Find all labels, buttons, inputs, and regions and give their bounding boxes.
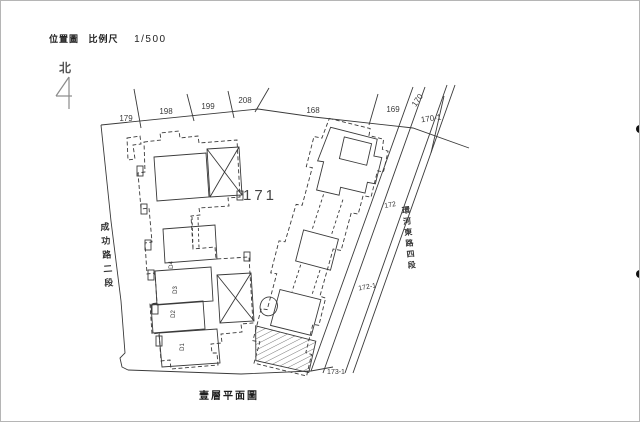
room-block-d3: [154, 266, 214, 306]
scale-value: 1/500: [134, 34, 167, 45]
column: [140, 203, 148, 215]
scale-label: 比例尺: [88, 34, 119, 44]
room-block: [153, 152, 210, 202]
left-building-footprint-outline: [137, 130, 254, 370]
right-building-walls: [259, 126, 383, 337]
north-arrow: [55, 76, 72, 109]
lot-tick: [254, 87, 270, 113]
lot-label-171: 171: [243, 187, 277, 204]
lot-tick: [186, 93, 195, 122]
lot-label-198: 198: [159, 107, 173, 116]
column: [155, 335, 163, 347]
column: [147, 269, 155, 281]
road-edge-line: [352, 84, 456, 374]
scan-dot: [636, 125, 639, 133]
boundary-bottom: [127, 366, 334, 375]
unit-label-d4: D4: [169, 261, 175, 269]
lot-tick: [133, 88, 142, 129]
column: [136, 165, 144, 177]
boundary-left: [100, 124, 129, 371]
unit-labels: D4 D3 D2 D1: [169, 261, 186, 351]
lot-label-168: 168: [306, 106, 320, 115]
column: [151, 303, 159, 315]
unit-label-d3: D3: [173, 286, 179, 294]
left-building-walls: [136, 146, 255, 368]
lot-tick: [227, 90, 235, 119]
column: [144, 239, 152, 251]
lot-label-169: 169: [386, 105, 400, 114]
lot-label-170: 170: [410, 92, 425, 109]
room-block-d2: [150, 300, 206, 334]
stair-core-x-box: [206, 146, 243, 198]
lot-label-173-1: 173-1: [327, 369, 345, 376]
lot-label-170-1: 170-1: [420, 113, 442, 125]
road-edge-line: [430, 95, 445, 154]
room-block: [338, 136, 373, 166]
lot-label-172-1: 172-1: [358, 282, 377, 292]
room-block-d1: [158, 328, 221, 368]
unit-label-d1: D1: [180, 343, 186, 351]
column: [236, 190, 244, 201]
lot-label-179: 179: [119, 114, 133, 123]
stair-bump: [259, 296, 278, 317]
map-title-label: 位置圖: [49, 34, 80, 44]
room-block: [162, 224, 218, 264]
stair-core-x-box: [216, 272, 255, 324]
room-block: [316, 126, 383, 196]
lot-label-208: 208: [238, 96, 252, 105]
lot-label-172: 172: [384, 201, 397, 210]
corridor-line: [197, 216, 200, 249]
north-label: 北: [59, 61, 72, 75]
unit-label-d2: D2: [171, 310, 177, 318]
room-block: [295, 229, 340, 271]
road-edge-line: [344, 84, 448, 374]
road-edge-line: [322, 86, 426, 374]
scan-dot: [636, 270, 639, 278]
room-block: [269, 289, 322, 337]
right-building-corridor: [291, 194, 344, 296]
hatched-area: [255, 325, 317, 374]
site-boundary-lines: [100, 84, 470, 375]
drawing-caption: 壹層平面圖: [199, 391, 259, 402]
drawing-header: 位置圖 比例尺 1/500: [49, 32, 167, 45]
right-building: [252, 117, 389, 377]
lot-label-199: 199: [201, 102, 215, 111]
left-building: [126, 130, 255, 370]
road-edge-line: [310, 86, 414, 372]
left-building-annex-outline: [126, 135, 142, 161]
boundary-top: [100, 108, 470, 149]
lot-tick: [368, 93, 379, 126]
column: [243, 251, 251, 262]
